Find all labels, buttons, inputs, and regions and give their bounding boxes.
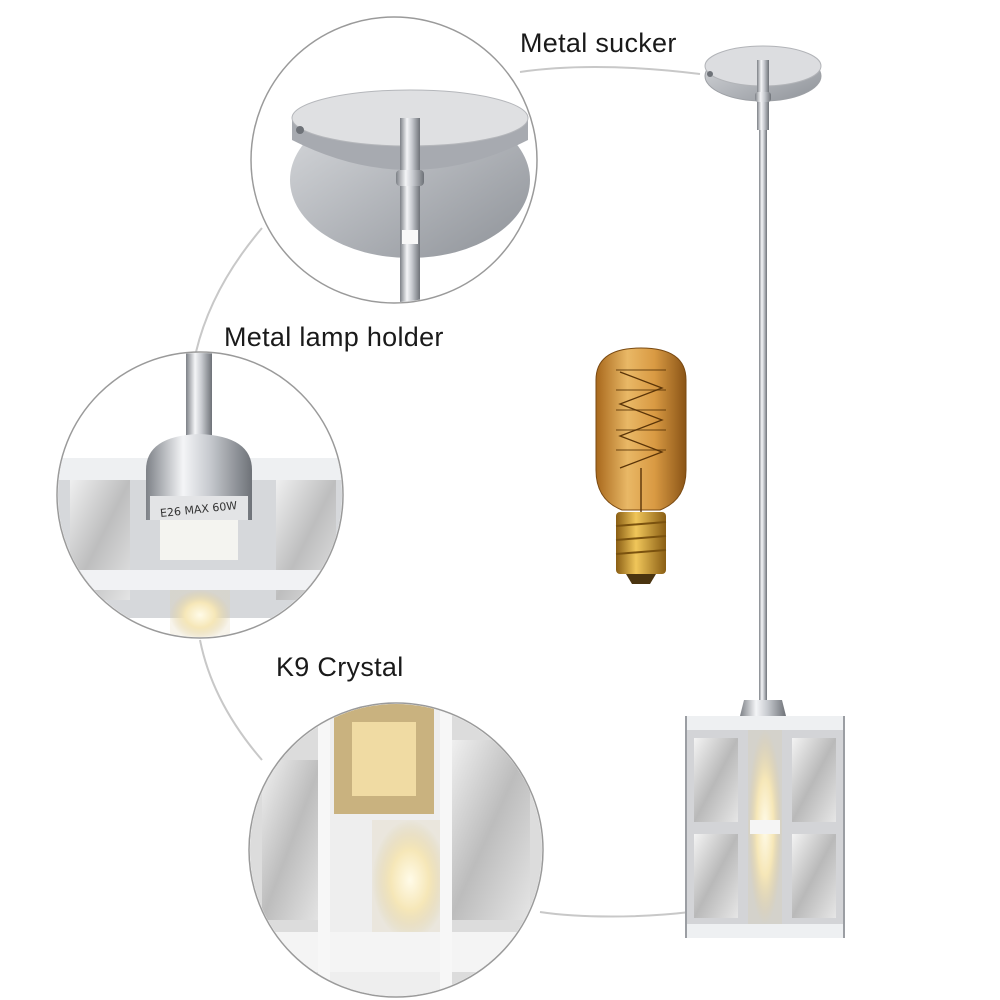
callout-lines — [195, 66, 701, 918]
crystal-detail-icon — [248, 702, 544, 998]
metal-lamp-holder-label: Metal lamp holder — [224, 322, 444, 352]
edison-bulb-icon — [595, 347, 687, 584]
canopy-detail-icon — [250, 16, 538, 304]
pendant-lamp-icon — [685, 45, 845, 938]
lamp-holder-detail-icon: E26 MAX 60W — [56, 351, 344, 639]
k9-crystal-label: K9 Crystal — [276, 652, 404, 682]
metal-sucker-label: Metal sucker — [520, 28, 677, 58]
